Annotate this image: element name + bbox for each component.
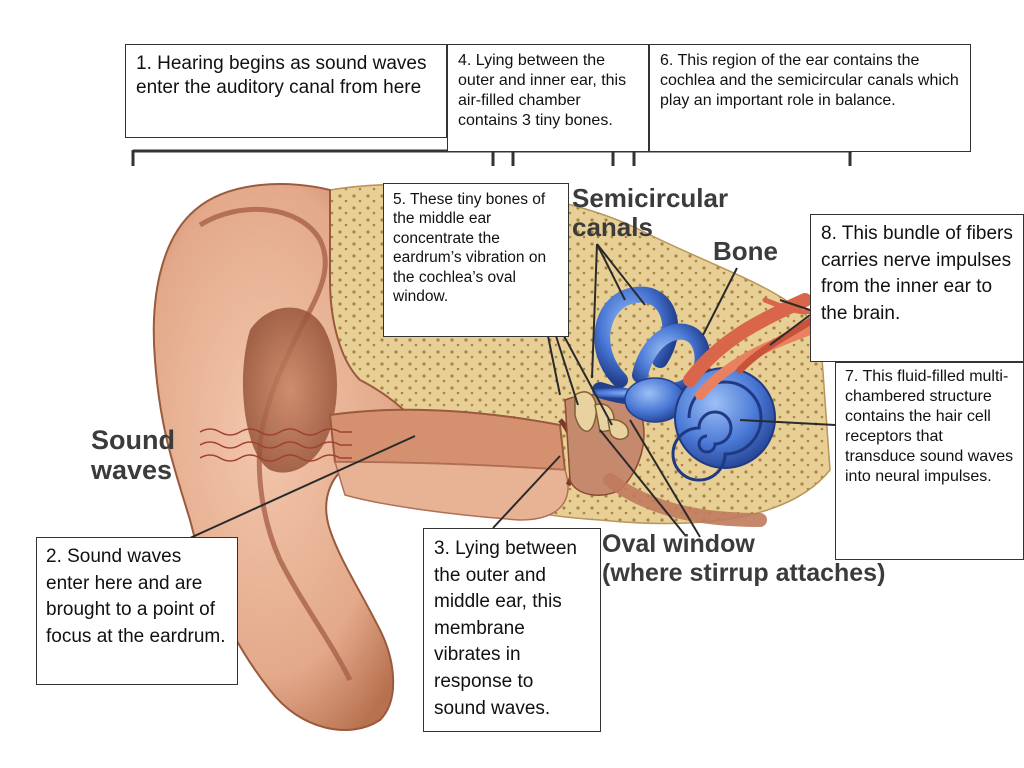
- annotation-box-8: 8. This bundle of fibers carries nerve i…: [810, 214, 1024, 362]
- region-bracket: [131, 149, 852, 166]
- oval-window-label: Oval window (where stirrup attaches): [602, 530, 942, 588]
- annotation-box-1: 1. Hearing begins as sound waves enter t…: [125, 44, 447, 138]
- eustachian-tube: [603, 473, 767, 527]
- annotation-box-4: 4. Lying between the outer and inner ear…: [447, 44, 649, 152]
- oval-window-label-line2: (where stirrup attaches): [602, 558, 886, 587]
- sound-waves-label: Sound waves: [91, 425, 175, 485]
- annotation-box-5: 5. These tiny bones of the middle ear co…: [383, 183, 569, 337]
- auditory-nerve: [683, 293, 818, 400]
- semicircular-canals-label: Semicircular canals: [572, 183, 729, 242]
- annotation-box-3: 3. Lying between the outer and middle ea…: [423, 528, 601, 732]
- bone-label: Bone: [713, 236, 778, 266]
- pointer-lines: [189, 243, 836, 539]
- canal-skin-lower: [333, 461, 569, 521]
- annotation-box-7: 7. This fluid-filled multi-chambered str…: [835, 362, 1024, 560]
- auditory-canal: [328, 408, 567, 472]
- sound-wave-arrows: [199, 428, 352, 462]
- concha: [242, 307, 337, 473]
- annotation-box-2: 2. Sound waves enter here and are brough…: [36, 537, 238, 685]
- oval-window-label-line1: Oval window: [602, 530, 755, 558]
- annotation-box-6: 6. This region of the ear contains the c…: [649, 44, 971, 152]
